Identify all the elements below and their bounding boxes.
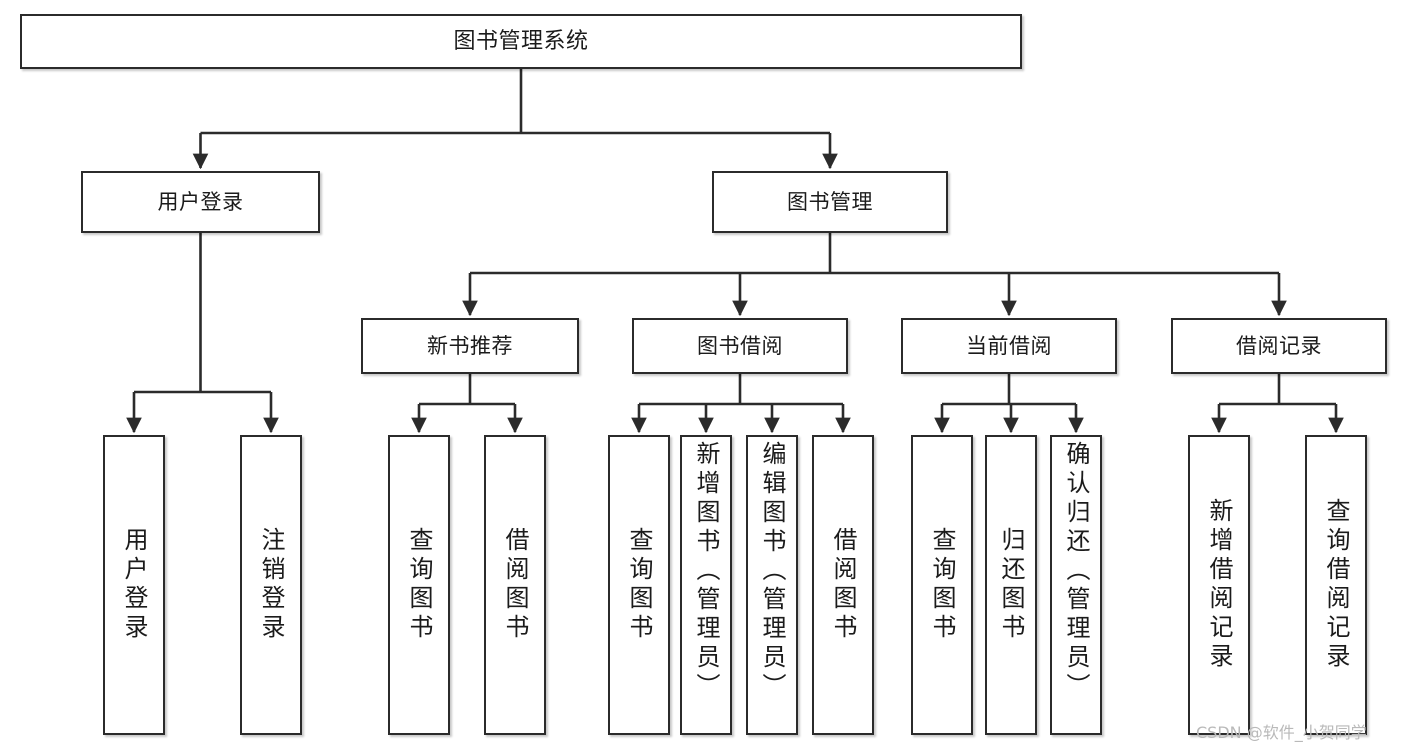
node-leaf_nr_query[interactable]: 查询图书 (388, 435, 450, 735)
node-root[interactable]: 图书管理系统 (20, 14, 1022, 69)
node-leaf_b_query[interactable]: 查询图书 (608, 435, 670, 735)
node-label: 图书管理系统 (453, 28, 589, 54)
node-user_login[interactable]: 用户登录 (81, 171, 320, 233)
node-label: 用户登录 (120, 527, 148, 643)
node-label: 查询借阅记录 (1322, 498, 1350, 672)
node-current[interactable]: 当前借阅 (901, 318, 1117, 374)
node-label: 图书管理 (787, 189, 873, 214)
node-leaf_h_add[interactable]: 新增借阅记录 (1188, 435, 1250, 735)
node-leaf_logout[interactable]: 注销登录 (240, 435, 302, 735)
node-leaf_b_add[interactable]: 新增图书（管理员） (680, 435, 732, 735)
node-borrow[interactable]: 图书借阅 (632, 318, 848, 374)
node-label: 注销登录 (257, 527, 285, 643)
node-leaf_b_edit[interactable]: 编辑图书（管理员） (746, 435, 798, 735)
node-leaf_c_query[interactable]: 查询图书 (911, 435, 973, 735)
node-label: 归还图书 (997, 527, 1025, 643)
node-label: 新增图书（管理员） (692, 441, 720, 702)
node-label: 当前借阅 (966, 333, 1052, 358)
node-leaf_c_return[interactable]: 归还图书 (985, 435, 1037, 735)
node-label: 确认归还（管理员） (1062, 441, 1090, 702)
node-leaf_h_query[interactable]: 查询借阅记录 (1305, 435, 1367, 735)
node-label: 查询图书 (405, 527, 433, 643)
node-label: 图书借阅 (697, 333, 783, 358)
node-history[interactable]: 借阅记录 (1171, 318, 1387, 374)
node-label: 编辑图书（管理员） (758, 441, 786, 702)
node-leaf_user_login[interactable]: 用户登录 (103, 435, 165, 735)
node-label: 借阅记录 (1236, 333, 1322, 358)
node-book_mgmt[interactable]: 图书管理 (712, 171, 948, 233)
node-label: 查询图书 (928, 527, 956, 643)
node-new_rec[interactable]: 新书推荐 (361, 318, 579, 374)
node-label: 查询图书 (625, 527, 653, 643)
node-label: 用户登录 (157, 189, 244, 214)
node-leaf_c_confirm[interactable]: 确认归还（管理员） (1050, 435, 1102, 735)
node-leaf_b_lend[interactable]: 借阅图书 (812, 435, 874, 735)
node-label: 借阅图书 (501, 527, 529, 643)
node-label: 新书推荐 (427, 333, 513, 358)
node-leaf_nr_borrow[interactable]: 借阅图书 (484, 435, 546, 735)
node-label: 新增借阅记录 (1205, 498, 1233, 672)
node-label: 借阅图书 (829, 527, 857, 643)
csdn-watermark: CSDN @软件_小贺同学 (1196, 723, 1367, 742)
